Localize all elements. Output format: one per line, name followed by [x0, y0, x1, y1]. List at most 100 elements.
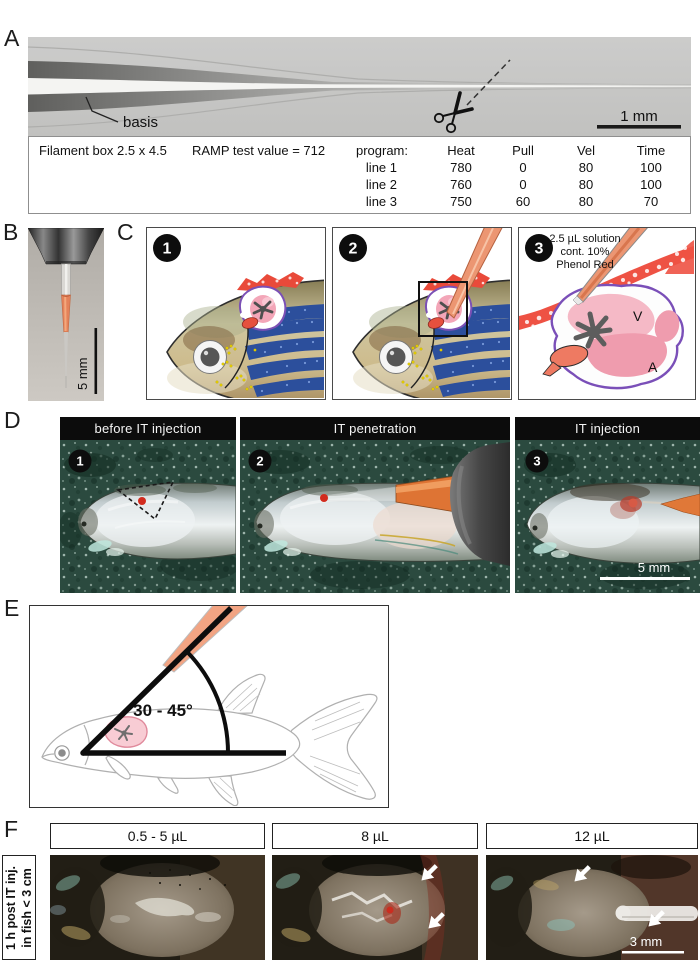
cut-line — [466, 59, 511, 106]
row1-time: 100 — [640, 160, 662, 175]
f2-header: 8 µL — [272, 823, 478, 849]
fish-eye — [58, 749, 66, 757]
f-row-label: 1 h post IT inj. in fish < 3 cm — [3, 865, 36, 949]
row2-heat: 760 — [450, 177, 472, 192]
fish-outline — [41, 673, 378, 806]
thymus-marker-dot — [138, 497, 146, 505]
col-vel: Vel — [576, 143, 596, 158]
zoom-region-rect — [418, 281, 468, 337]
step-number-2: 2 — [349, 241, 358, 258]
lobe-label-v: V — [633, 308, 643, 324]
ramp-test-text: RAMP test value = 712 — [192, 143, 326, 158]
angle-text: 30 - 45° — [133, 701, 193, 720]
panel-d-label: D — [4, 407, 21, 433]
f3-photo: 3 mm — [486, 855, 698, 960]
panel-e-label: E — [4, 595, 20, 621]
d3-title: IT injection — [574, 421, 641, 436]
salmon-vessel — [549, 344, 589, 368]
step-badge-2 — [339, 234, 367, 262]
fish-head-diagram-1: 1 — [153, 234, 324, 398]
f2-title: 8 µL — [361, 828, 389, 844]
row1-name: line 1 — [365, 160, 397, 175]
scale-bar-label-f: 3 mm — [630, 934, 663, 949]
d3-header: IT injection — [515, 417, 700, 440]
panel-a-label: A — [4, 25, 20, 51]
d2-number: 2 — [256, 454, 263, 469]
panel-a-needle-photo: basis 1 mm — [28, 37, 691, 136]
d2-badge — [248, 449, 272, 473]
f3-photo-graphic: 3 mm — [486, 855, 698, 960]
d3-photo: 3 5 mm — [515, 440, 700, 593]
row2-vel: 80 — [578, 177, 594, 192]
col-heat: Heat — [447, 143, 475, 158]
panel-c-step1: 1 — [146, 227, 326, 400]
step-number-1: 1 — [163, 241, 172, 258]
d1-photo-graphic: 1 — [60, 440, 236, 593]
puller-settings-table: Filament box 2.5 x 4.5 RAMP test value =… — [28, 136, 691, 214]
panel-c-step3: 3 2.5 µL solution cont. 10% Phenol Red V… — [518, 227, 696, 400]
d1-title: before IT injection — [94, 421, 202, 436]
bleeding-spot — [383, 902, 401, 924]
row3-vel: 80 — [578, 194, 594, 209]
filament-box-text: Filament box 2.5 x 4.5 — [39, 143, 167, 158]
f-row-label-line1: 1 h post IT inj. — [3, 865, 18, 950]
thymus-target-triangle — [116, 480, 175, 521]
panel-f-label: F — [4, 816, 19, 842]
scale-bar-a — [597, 125, 681, 129]
row2-name: line 2 — [365, 177, 397, 192]
needle-tip-graphic: 5 mm — [28, 228, 104, 401]
d1-header: before IT injection — [60, 417, 236, 440]
d1-number: 1 — [76, 454, 83, 469]
f1-header: 0.5 - 5 µL — [50, 823, 265, 849]
f1-title: 0.5 - 5 µL — [127, 828, 188, 844]
needle-entering — [660, 493, 700, 517]
f-row-label-box: 1 h post IT inj. in fish < 3 cm — [2, 855, 36, 960]
hemorrhage-band — [420, 855, 445, 960]
scale-bar-label-d: 5 mm — [638, 560, 671, 575]
step-badge-3 — [525, 234, 553, 262]
thymus-marker-dot — [320, 494, 328, 502]
f1-photo-graphic — [50, 855, 265, 960]
d2-photo-graphic: 2 — [240, 440, 510, 593]
row1-vel: 80 — [578, 160, 594, 175]
solution-note-line2: cont. 10% — [561, 246, 610, 258]
panel-b-needle-tip-photo: 5 mm — [28, 228, 104, 401]
thymus-detail-diagram: 3 2.5 µL solution cont. 10% Phenol Red V… — [519, 228, 694, 390]
f3-title: 12 µL — [574, 828, 610, 844]
row3-time: 70 — [643, 194, 659, 209]
capillary-photo-graphic: basis 1 mm — [28, 37, 691, 136]
scale-bar-b — [94, 328, 98, 394]
panel-c-step2: 2 — [332, 227, 512, 400]
row1-heat: 780 — [450, 160, 472, 175]
f2-photo — [272, 855, 478, 960]
row3-heat: 750 — [450, 194, 472, 209]
row3-pull: 60 — [515, 194, 531, 209]
fin-glint — [88, 540, 112, 552]
program-label: program: — [355, 143, 408, 158]
d1-badge — [68, 449, 92, 473]
basis-label: basis — [123, 114, 158, 131]
scale-bar-f — [622, 951, 684, 954]
d3-badge — [525, 449, 549, 473]
row2-time: 100 — [640, 177, 662, 192]
scale-bar-label-b: 5 mm — [75, 358, 90, 391]
d1-photo: 1 — [60, 440, 236, 593]
panel-e-diagram: 30 - 45° — [29, 605, 389, 808]
needle-fine-tip — [64, 332, 68, 376]
panel-c-label: C — [117, 219, 134, 245]
row2-pull: 0 — [519, 177, 527, 192]
fish-head-diagram-2: 2 — [339, 228, 510, 398]
solution-note-line1: 2.5 µL solution — [549, 233, 620, 245]
f2-photo-graphic — [272, 855, 478, 960]
col-time: Time — [636, 143, 666, 158]
fin-hatching — [213, 683, 365, 799]
basis-pointer-line — [85, 96, 119, 123]
needle-tip — [572, 295, 584, 306]
step-number-3: 3 — [535, 241, 544, 258]
angle-arc — [185, 650, 231, 754]
d2-title: IT penetration — [333, 421, 417, 436]
scale-bar-label-a: 1 mm — [620, 108, 658, 125]
f1-photo — [50, 855, 265, 960]
panel-b-label: B — [3, 219, 19, 245]
